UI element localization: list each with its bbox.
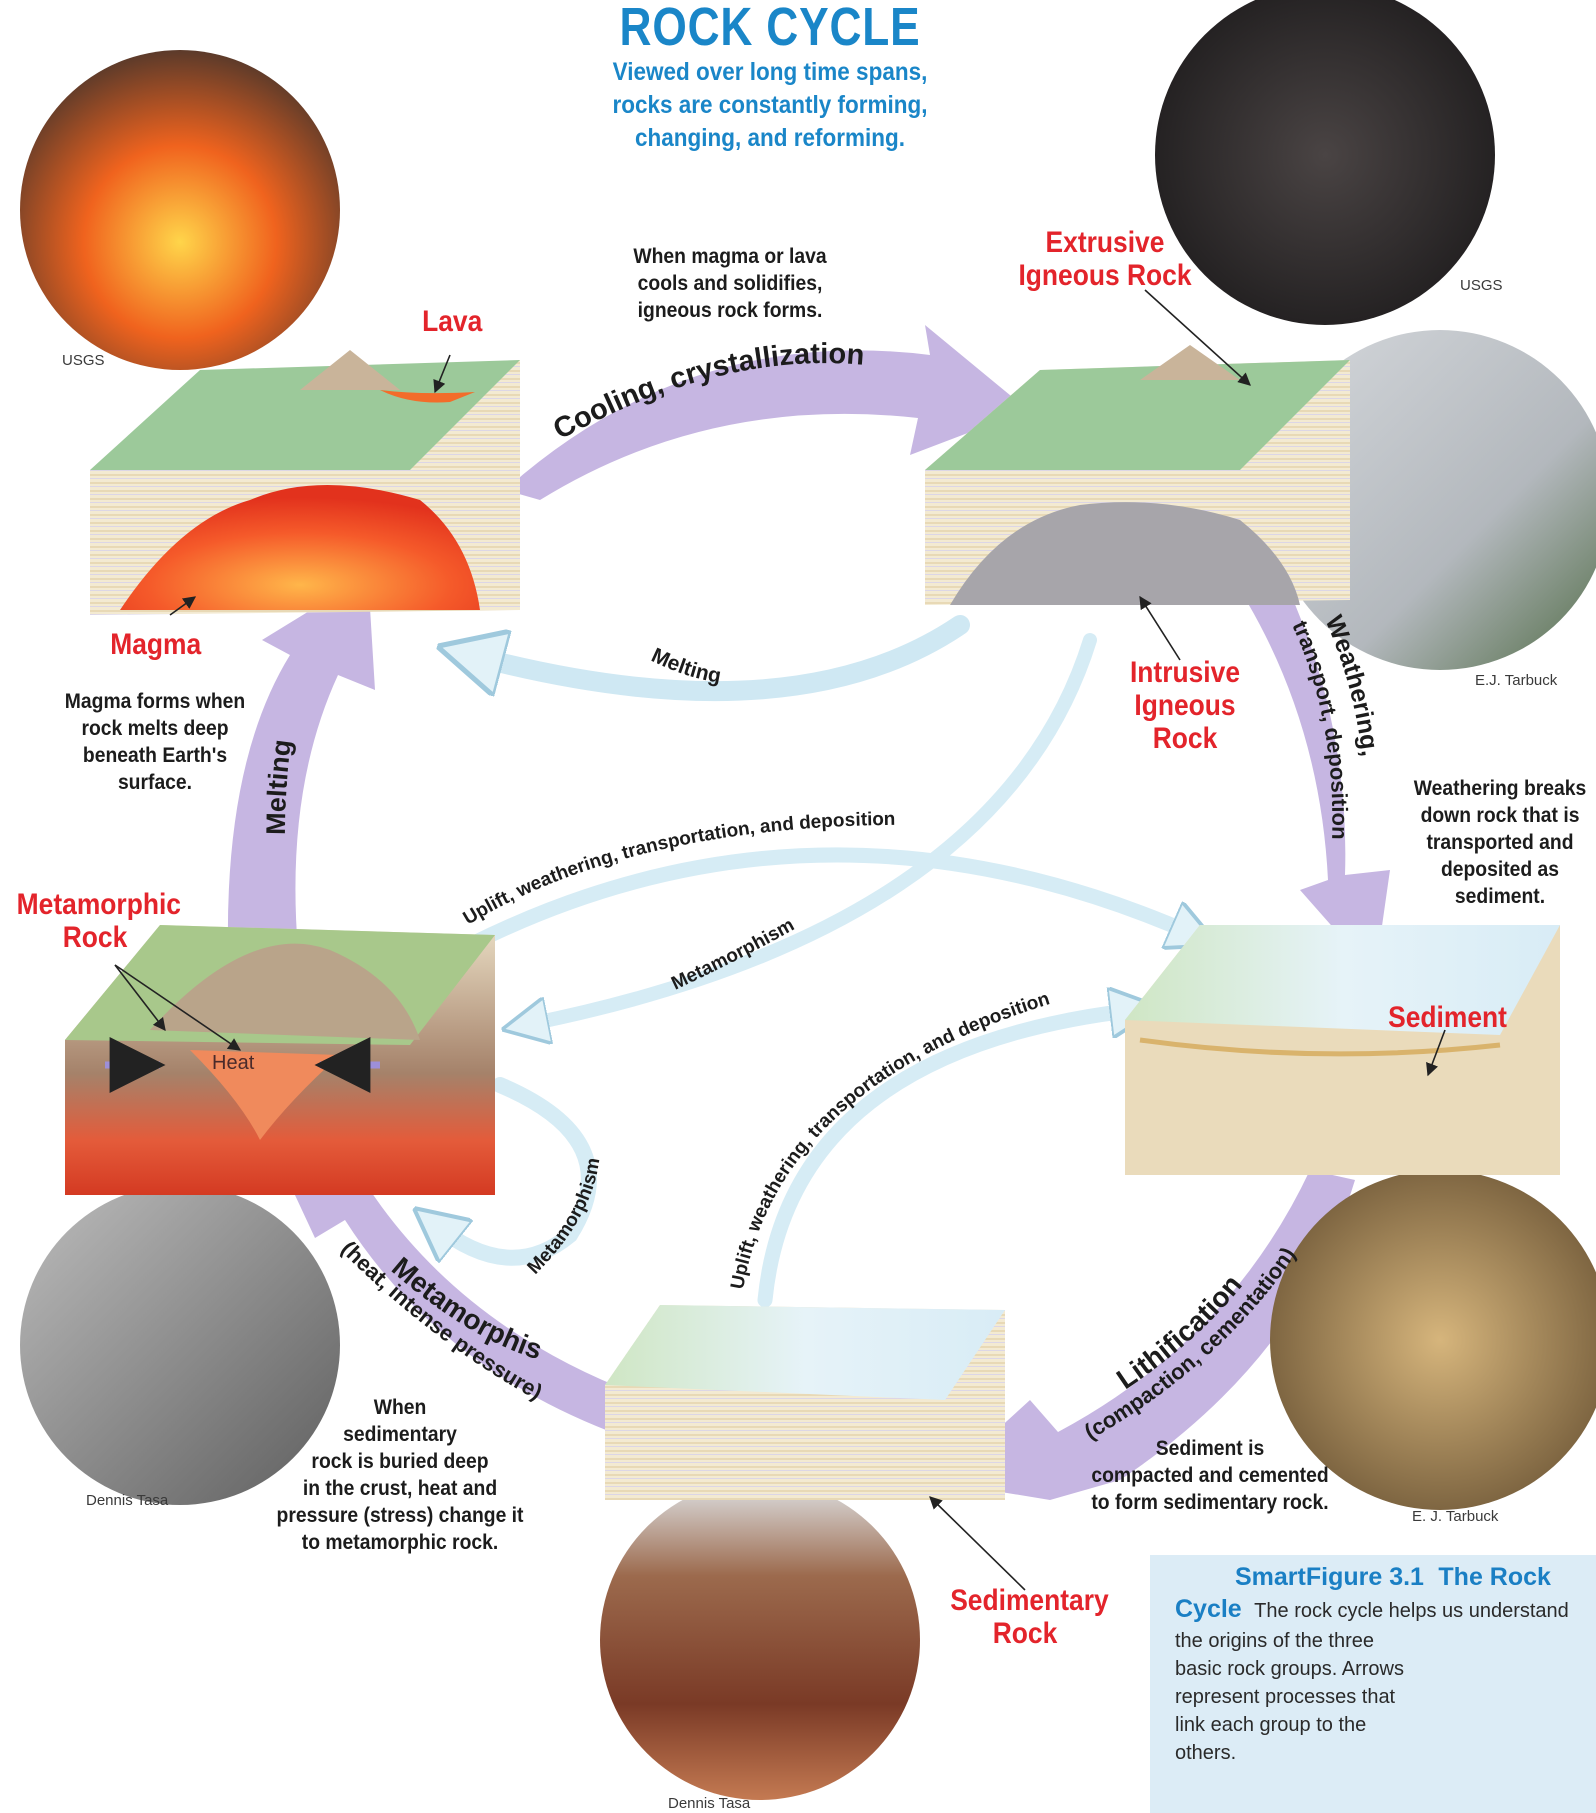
uplift-bottom-arrow [765, 1010, 1135, 1300]
metamorphism-loop-label: Metamorphism [524, 1156, 605, 1278]
smartfigure-title: SmartFigure 3.1 [1235, 1563, 1424, 1591]
smartfigure-caption-box: SmartFigure 3.1 The Rock Cycle The rock … [1150, 1555, 1596, 1813]
page-title: ROCK CYCLE [598, 0, 942, 58]
svg-text:Metamorphism: Metamorphism [524, 1156, 605, 1278]
usgs-credit-left: USGS [62, 352, 105, 369]
metamorphic-block [65, 925, 495, 1195]
magma-label: Magma [110, 628, 201, 661]
intrusive-pointer [1140, 597, 1180, 660]
sediment-block [1125, 925, 1560, 1175]
sediment-label: Sediment [1388, 1001, 1507, 1034]
canyon-photo [600, 1480, 920, 1800]
tasa-credit-gneiss: Dennis Tasa [86, 1492, 168, 1509]
basalt-flow-photo [1155, 0, 1495, 325]
igneous-block-left [90, 350, 520, 615]
subtitle: Viewed over long time spans,rocks are co… [581, 56, 959, 155]
usgs-credit-right: USGS [1460, 277, 1503, 294]
tarbuck-credit-sand: E. J. Tarbuck [1412, 1508, 1498, 1525]
smartfigure-title-3: Cycle [1175, 1595, 1242, 1623]
lava-fountain-photo [20, 50, 340, 370]
smartfigure-body-first: The rock cycle helps us understand [1254, 1600, 1569, 1622]
lava-label: Lava [422, 305, 482, 338]
thin-process-arrows [435, 625, 1195, 1300]
tasa-credit-canyon: Dennis Tasa [668, 1795, 750, 1812]
heat-label: Heat [212, 1052, 255, 1074]
sedimentary-pointer [930, 1497, 1025, 1590]
smartfigure-title-2: The Rock [1438, 1563, 1551, 1591]
sedimentary-block [605, 1305, 1005, 1500]
tarbuck-credit-granite: E.J. Tarbuck [1475, 672, 1557, 689]
